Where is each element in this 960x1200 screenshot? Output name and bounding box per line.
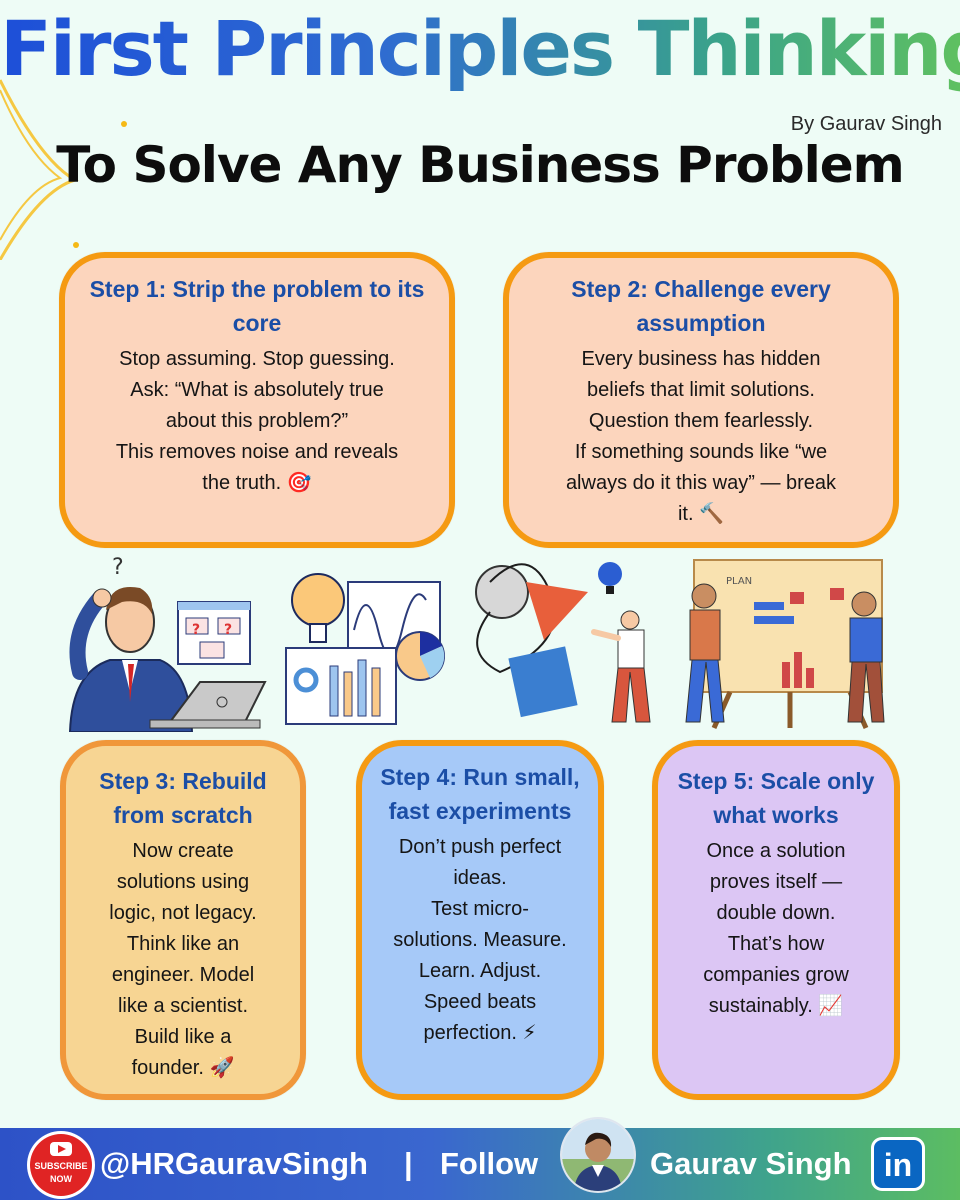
confused-businessman-illustration: ? ? ? xyxy=(68,555,267,732)
page-title: First Principles Thinking xyxy=(0,4,960,93)
step-3-line: engineer. Model xyxy=(111,964,255,986)
dot-decoration xyxy=(73,242,79,248)
step-1-line: This removes noise and reveals xyxy=(115,441,399,463)
step-2-line: always do it this way” — break xyxy=(565,472,837,494)
step-3-line: founder. 🚀 xyxy=(131,1057,235,1079)
page-subtitle: To Solve Any Business Problem xyxy=(56,136,905,194)
step-5-line: proves itself — xyxy=(709,871,843,893)
step-4-line: Don’t push perfect xyxy=(398,836,562,858)
follow-link[interactable]: Follow xyxy=(440,1146,539,1181)
step-5-line: Once a solution xyxy=(706,840,846,862)
step-3-title: Step 3: Rebuild from scratch xyxy=(99,768,267,828)
step-4-line: solutions. Measure. xyxy=(393,929,567,951)
step-3-line: Now create xyxy=(132,840,234,862)
svg-text:?: ? xyxy=(224,622,232,638)
step-3-card: Step 3: Rebuild from scratch Now create … xyxy=(60,740,306,1100)
shapes-experiment-illustration xyxy=(475,562,651,723)
step-5-line: companies grow xyxy=(703,964,849,986)
step-2-line: it. 🔨 xyxy=(677,503,724,525)
step-1-line: Ask: “What is absolutely true xyxy=(130,379,384,401)
avatar xyxy=(562,1119,634,1191)
footer-separator: | xyxy=(404,1146,413,1181)
step-1-card: Step 1: Strip the problem to its core St… xyxy=(59,252,455,548)
step-5-line: That’s how xyxy=(727,933,825,955)
social-handle[interactable]: @HRGauravSingh xyxy=(100,1146,368,1181)
step-1-line: the truth. 🎯 xyxy=(202,472,312,494)
footer-bar: @HRGauravSingh | Follow Gaurav Singh xyxy=(0,1128,960,1200)
step-5-line: double down. xyxy=(716,902,836,924)
step-2-line: If something sounds like “we xyxy=(574,441,828,463)
dot-decoration xyxy=(121,121,127,127)
step-2-card: Step 2: Challenge every assumption Every… xyxy=(503,252,899,548)
plan-board-label: PLAN xyxy=(726,576,752,587)
play-icon xyxy=(50,1142,72,1156)
step-4-line: ideas. xyxy=(453,867,507,889)
planning-board-illustration: PLAN xyxy=(685,559,885,730)
step-1-line: about this problem?” xyxy=(165,410,349,432)
step-2-line: Every business has hidden xyxy=(581,348,821,370)
step-4-line: Test micro- xyxy=(431,898,529,920)
step-2-line: beliefs that limit solutions. xyxy=(587,379,815,401)
step-5-title: Step 5: Scale only what works xyxy=(677,768,875,828)
step-3-line: Build like a xyxy=(134,1026,232,1048)
step-4-card: Step 4: Run small, fast experiments Don’… xyxy=(356,740,604,1100)
step-3-line: Think like an xyxy=(126,933,240,955)
author-name: Gaurav Singh xyxy=(650,1146,852,1181)
step-5-line: sustainably. 📈 xyxy=(708,995,844,1017)
step-1-line: Stop assuming. Stop guessing. xyxy=(119,348,395,370)
step-2-title: Step 2: Challenge every assumption xyxy=(571,276,831,336)
step-4-line: perfection. ⚡ xyxy=(423,1022,537,1044)
step-3-line: like a scientist. xyxy=(117,995,249,1017)
person-avatar-icon xyxy=(562,1119,634,1191)
sparkle-decoration-icon xyxy=(0,79,79,260)
step-1-title: Step 1: Strip the problem to its core xyxy=(89,276,425,336)
svg-text:?: ? xyxy=(192,622,200,638)
subscribe-now-label: NOW xyxy=(50,1174,72,1184)
step-4-title: Step 4: Run small, fast experiments xyxy=(380,764,580,824)
step-2-line: Question them fearlessly. xyxy=(588,410,814,432)
step-3-line: logic, not legacy. xyxy=(109,902,257,924)
linkedin-icon[interactable]: in xyxy=(874,1140,922,1188)
step-4-line: Learn. Adjust. xyxy=(418,960,542,982)
step-3-line: solutions using xyxy=(116,871,250,893)
subscribe-button[interactable]: SUBSCRIBE NOW xyxy=(30,1134,92,1196)
author-byline: By Gaurav Singh xyxy=(790,113,942,135)
step-5-card: Step 5: Scale only what works Once a sol… xyxy=(652,740,900,1100)
lightbulb-charts-illustration xyxy=(285,573,445,725)
subscribe-label: SUBSCRIBE xyxy=(34,1161,88,1171)
step-4-line: Speed beats xyxy=(423,991,537,1013)
svg-text:?: ? xyxy=(112,555,124,580)
